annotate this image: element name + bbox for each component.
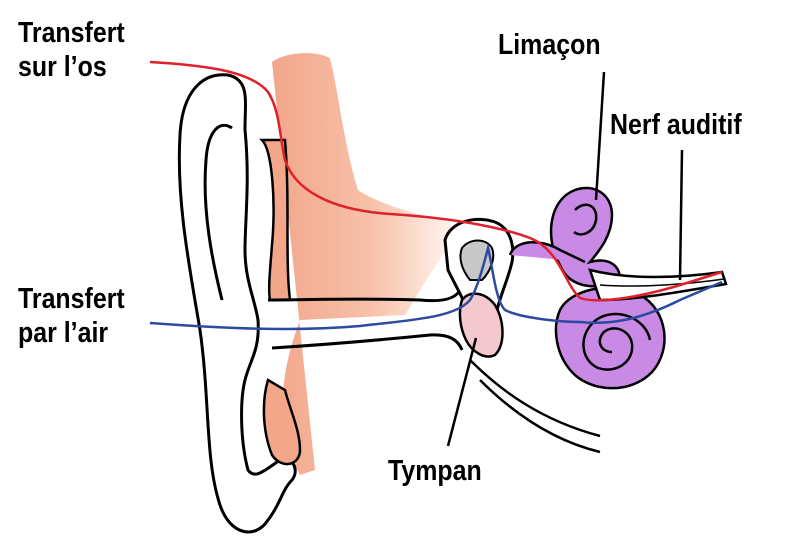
label-auditory-nerve: Nerf auditif	[610, 109, 742, 141]
leader-cochlea	[594, 71, 606, 201]
label-bone-conduction-line1: Transfert	[18, 17, 125, 49]
air-conduction-path	[149, 243, 723, 331]
tragus	[258, 138, 292, 302]
label-air-conduction: Transfert par l’air	[18, 282, 125, 350]
bone-conduction-path	[149, 60, 723, 302]
canal-wall-lower-2	[479, 379, 601, 454]
pinna	[177, 73, 297, 534]
cochlea	[554, 286, 666, 390]
canal-wall-lower	[469, 359, 601, 438]
semicircular-canal-loop	[573, 203, 598, 236]
nerve-fibre	[599, 278, 725, 287]
ear-canal-lower	[271, 333, 464, 351]
head-tissue	[272, 53, 455, 476]
eardrum	[458, 292, 504, 358]
label-air-conduction-line1: Transfert	[18, 283, 125, 315]
label-bone-conduction-line2: sur l’os	[18, 51, 107, 83]
pinna-inner-fold	[203, 123, 233, 301]
label-eardrum: Tympan	[388, 455, 482, 487]
ear-canal-upper	[267, 289, 462, 303]
vestibule	[508, 240, 586, 264]
lobule-shape	[262, 378, 302, 466]
cochlea-spiral	[582, 312, 652, 371]
label-bone-conduction: Transfert sur l’os	[18, 16, 125, 84]
label-air-conduction-line2: par l’air	[18, 317, 109, 349]
leader-nerve	[678, 149, 684, 281]
leader-eardrum	[446, 337, 478, 447]
label-cochlea: Limaçon	[498, 29, 601, 61]
